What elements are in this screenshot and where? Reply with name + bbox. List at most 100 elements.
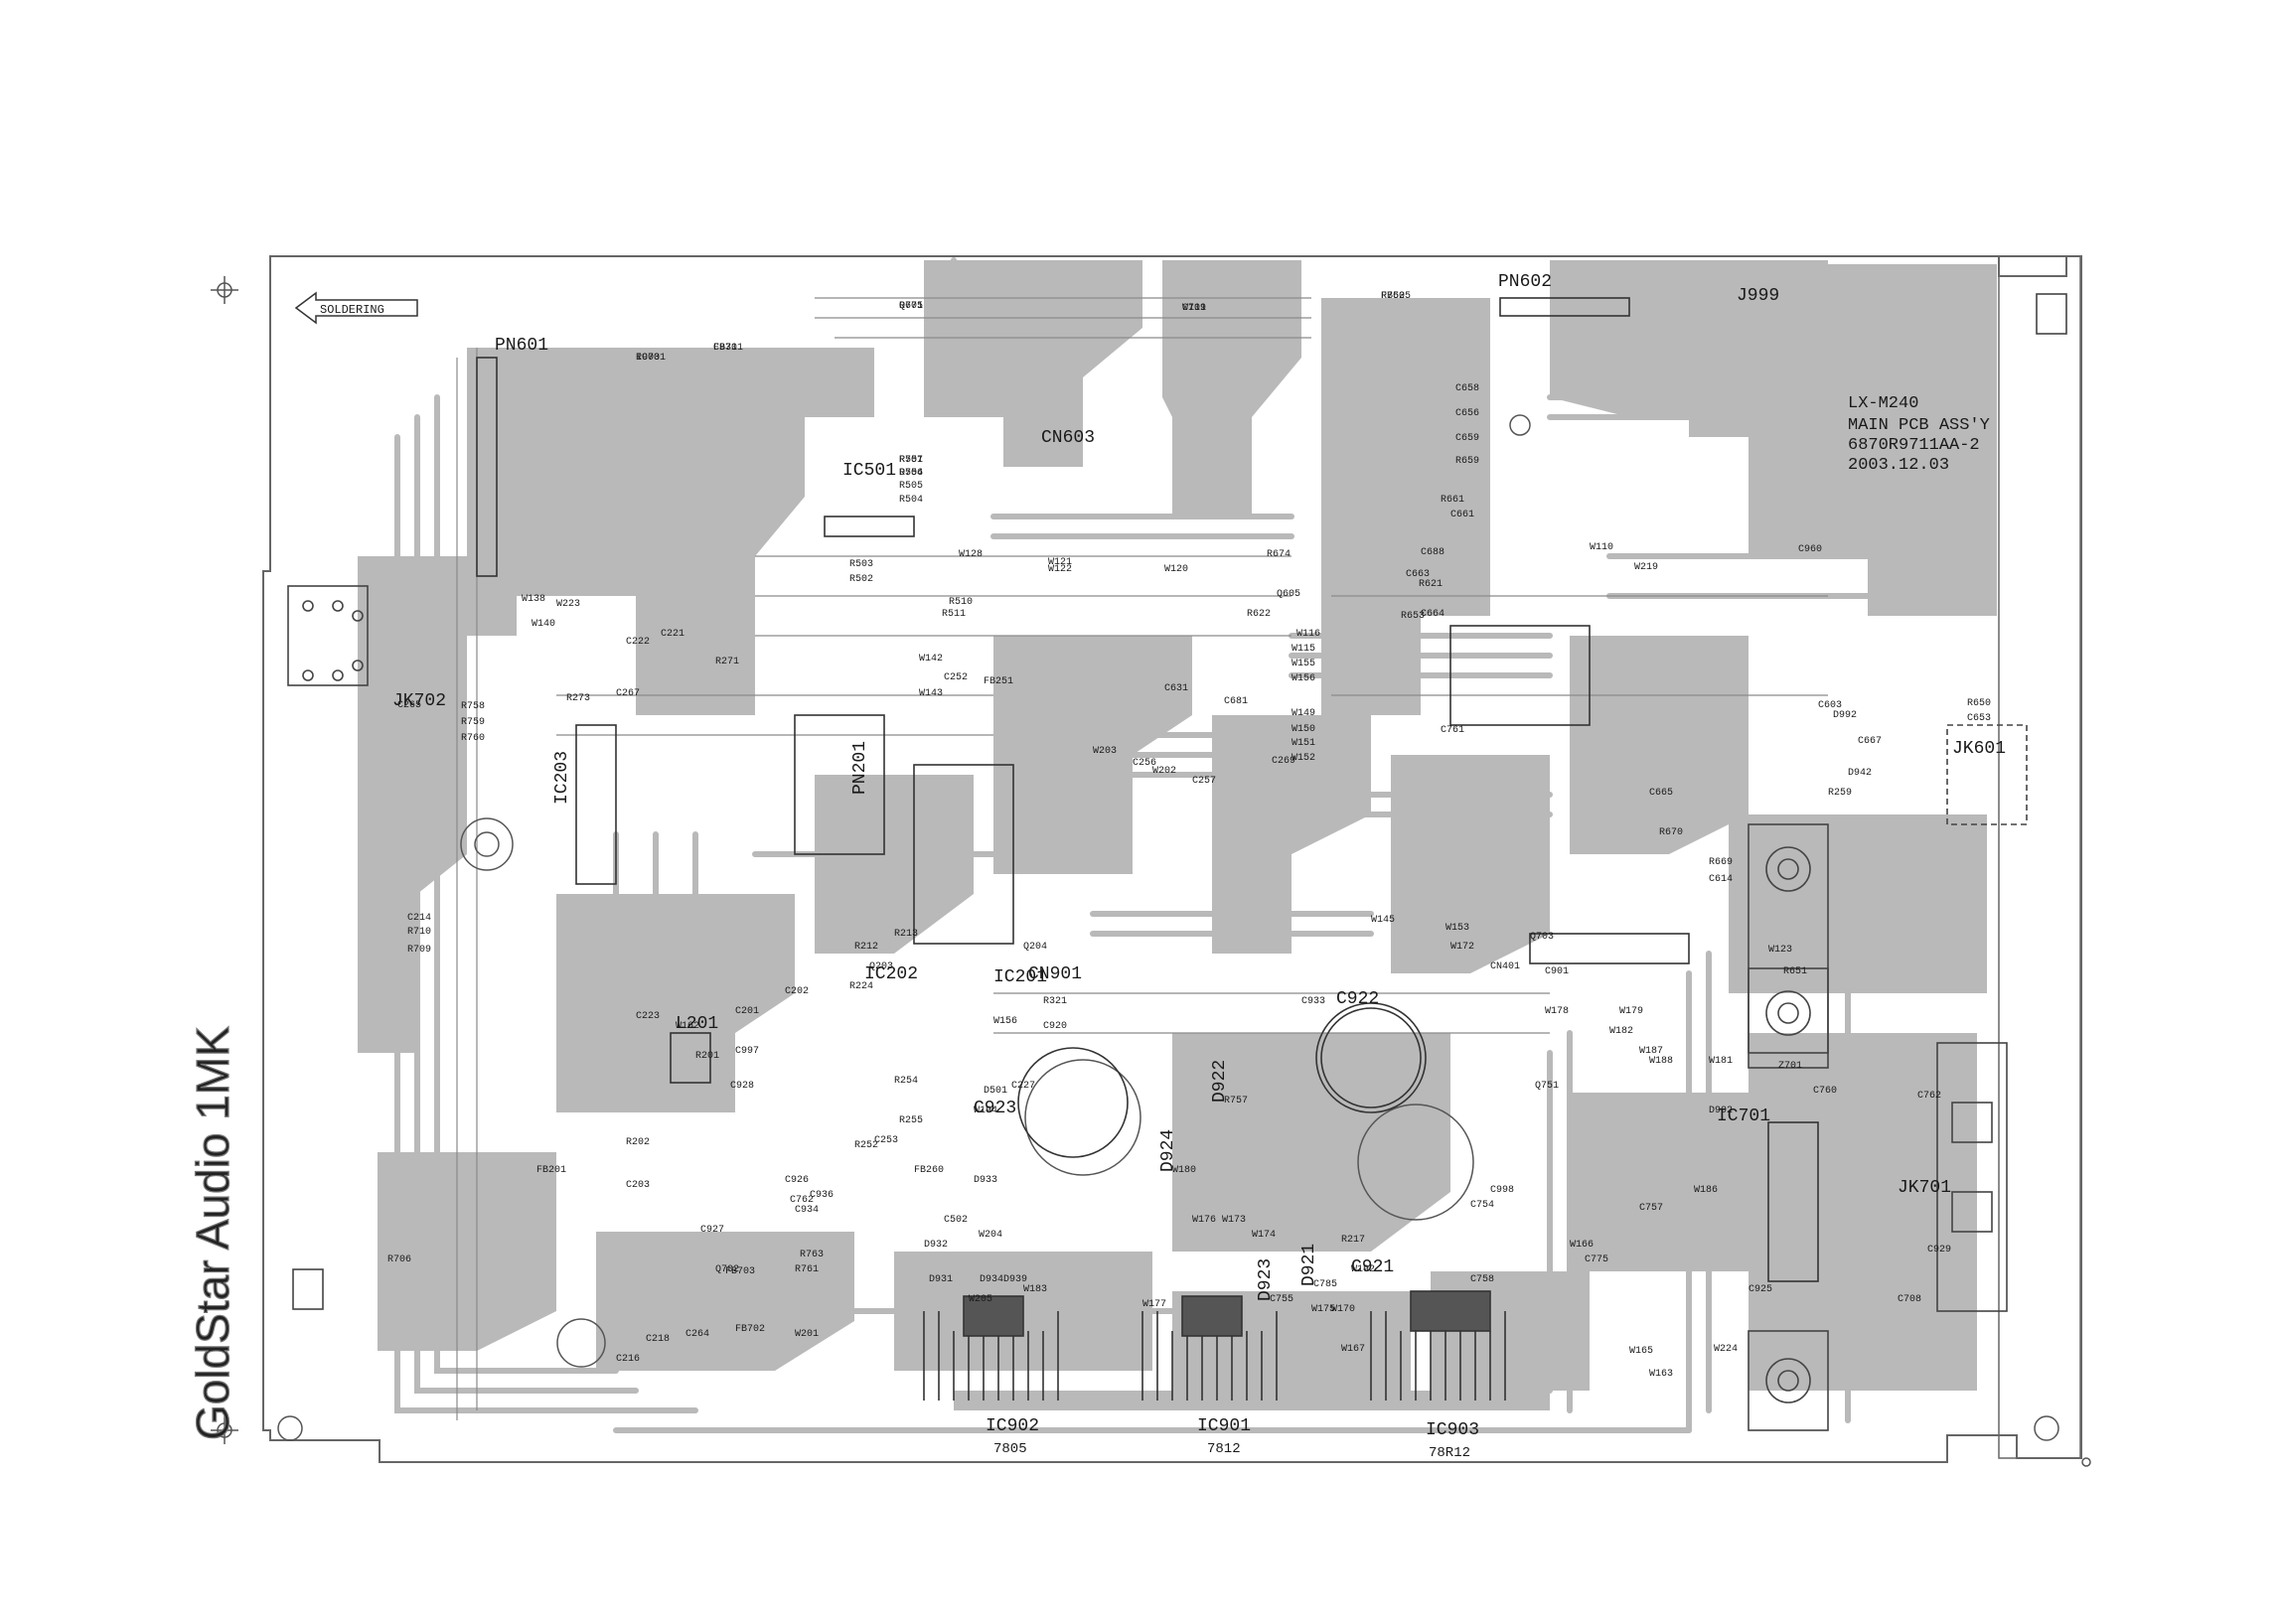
component-label-c256: C256: [1133, 758, 1156, 769]
component-label-c667: C667: [1858, 736, 1882, 747]
soldering-label: SOLDERING: [320, 303, 384, 317]
component-label-r751: R751: [899, 455, 923, 466]
component-label-c925: C925: [1749, 1284, 1772, 1295]
component-label-c760: C760: [1813, 1086, 1837, 1097]
component-label-r706: R706: [387, 1255, 411, 1265]
component-label-w152: W152: [1292, 753, 1315, 764]
component-label-c926: C926: [785, 1175, 809, 1186]
component-label-q701: Q701: [899, 301, 923, 312]
component-label-q204: Q204: [1023, 942, 1047, 953]
component-label-r622: R622: [1247, 609, 1271, 620]
component-label-w224: W224: [1714, 1344, 1738, 1355]
label-ic903-type: 78R12: [1429, 1445, 1470, 1461]
component-label-w115: W115: [1292, 644, 1315, 655]
component-label-ic701b: IC701: [636, 353, 666, 364]
component-label-fb701: FB701: [713, 343, 743, 354]
component-label-c269: C269: [1272, 756, 1295, 767]
component-label-w180: W180: [1172, 1165, 1196, 1176]
component-label-c931: C931: [713, 343, 737, 354]
component-label-r506: R506: [899, 468, 923, 479]
component-label-c755: C755: [1270, 1294, 1293, 1305]
component-label-w149: W149: [1292, 708, 1315, 719]
component-label-w122: W122: [1048, 564, 1072, 575]
component-label-c252: C252: [944, 672, 968, 683]
component-label-w120: W120: [1164, 564, 1188, 575]
component-label-c631: C631: [1164, 683, 1188, 694]
component-label-c267: C267: [616, 688, 640, 699]
component-label-c664: C664: [1421, 609, 1445, 620]
component-label-r651: R651: [1783, 966, 1807, 977]
component-label-q751: Q751: [1535, 1081, 1559, 1092]
component-label-r903: R903: [636, 353, 660, 364]
component-label-w178: W178: [1545, 1006, 1569, 1017]
component-label-w205: W205: [969, 1294, 992, 1305]
registration-mark-top-left: [211, 276, 238, 304]
soldering-direction-arrow: SOLDERING: [294, 291, 418, 325]
component-label-c665: C665: [1649, 788, 1673, 799]
component-label-w176: W176: [1192, 1215, 1216, 1226]
component-label-c614: C614: [1709, 874, 1733, 885]
component-label-r213: R213: [894, 929, 918, 940]
component-label-w138: W138: [522, 594, 545, 605]
component-label-w177: W177: [1142, 1299, 1166, 1310]
component-label-w142: W142: [919, 654, 943, 664]
component-label-w179: W179: [1619, 1006, 1643, 1017]
component-label-w188: W188: [1649, 1056, 1673, 1067]
component-label-c203: C203: [626, 1180, 650, 1191]
electrolytic-caps: [1017, 1002, 1427, 1158]
component-label-c708: C708: [1898, 1294, 1921, 1305]
component-label-w162: W162: [676, 1021, 699, 1032]
component-label-w201: W201: [795, 1329, 819, 1340]
component-label-d932: D932: [924, 1240, 948, 1251]
label-ic201: IC201: [993, 967, 1047, 987]
component-label-c257: C257: [1192, 776, 1216, 787]
component-label-r321: R321: [1043, 996, 1067, 1007]
label-ic902: IC902: [986, 1416, 1039, 1436]
label-jk702: JK702: [392, 691, 446, 711]
component-label-c998: C998: [1490, 1185, 1514, 1196]
component-label-r212: R212: [854, 942, 878, 953]
board-id-block: LX-M240 MAIN PCB ASS'Y 6870R9711AA-2 200…: [1848, 394, 1990, 475]
component-label-fb201: FB201: [536, 1165, 566, 1176]
copper-pour: [358, 260, 1997, 1410]
component-label-r758: R758: [461, 701, 485, 712]
component-label-w181: W181: [1709, 1056, 1733, 1067]
label-j999: J999: [1737, 286, 1779, 306]
label-c922: C922: [1336, 989, 1379, 1009]
component-label-w163: W163: [1649, 1369, 1673, 1380]
component-label-c659: C659: [1455, 433, 1479, 444]
manufacturer-mark: GoldStar Audio 1MK: [187, 1026, 238, 1440]
component-label-fb605: FB605: [1381, 291, 1411, 302]
component-label-w121: W121: [1048, 557, 1072, 568]
component-label-c222: C222: [626, 637, 650, 648]
label-ic903: IC903: [1426, 1420, 1479, 1440]
component-label-c997: C997: [735, 1046, 759, 1057]
label-d924: D924: [1158, 1129, 1178, 1172]
component-label-c214: C214: [407, 913, 431, 924]
label-jk601: JK601: [1952, 739, 2006, 759]
component-label-d902: D902: [1709, 1106, 1733, 1116]
component-label-r504: R504: [899, 495, 923, 506]
component-label-w140: W140: [532, 619, 555, 630]
component-label-r201: R201: [695, 1051, 719, 1062]
jack-hardware: [287, 293, 2067, 1431]
component-label-w173: W173: [1222, 1215, 1246, 1226]
component-label-c929: C929: [1927, 1245, 1951, 1255]
component-label-w143: W143: [919, 688, 943, 699]
component-label-fb251: FB251: [984, 676, 1013, 687]
label-ic501: IC501: [842, 461, 896, 481]
component-label-w150: W150: [1292, 724, 1315, 735]
component-label-w145: W145: [1371, 915, 1395, 926]
component-label-w175: W175: [1311, 1304, 1335, 1315]
component-label-w186: W186: [1694, 1185, 1718, 1196]
component-label-r763: R763: [800, 1250, 824, 1260]
component-label-r757: R757: [1224, 1096, 1248, 1107]
board-date: 2003.12.03: [1848, 456, 1949, 475]
component-label-c663: C663: [1406, 569, 1430, 580]
component-label-c758: C758: [1470, 1274, 1494, 1285]
component-label-c933: C933: [1301, 996, 1325, 1007]
label-l201: L201: [676, 1014, 718, 1034]
label-cn901: CN901: [1028, 964, 1082, 984]
component-label-d939: D939: [1003, 1274, 1027, 1285]
